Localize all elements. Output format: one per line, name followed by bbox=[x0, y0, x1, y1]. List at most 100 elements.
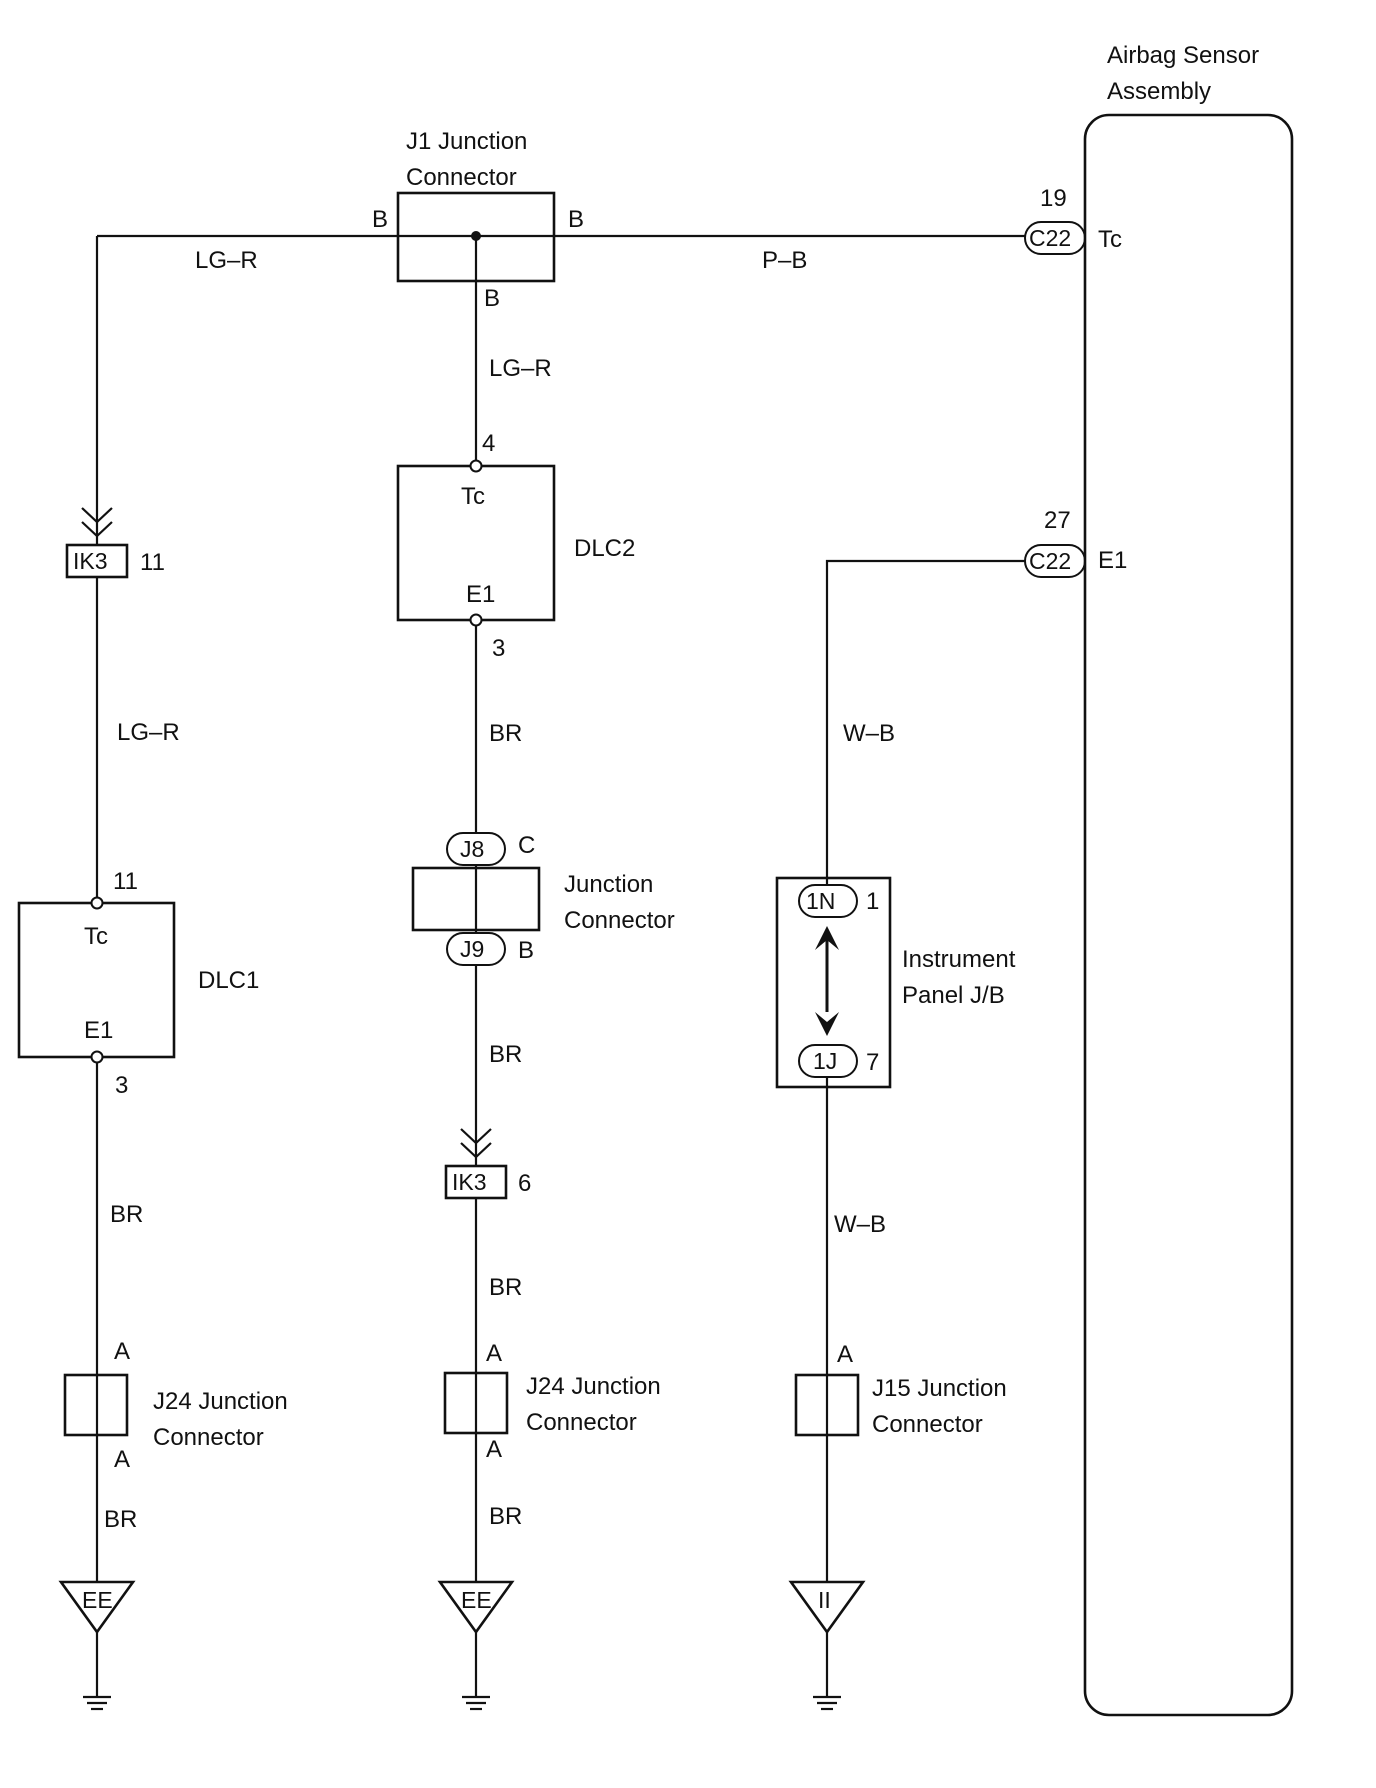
ground-triangle bbox=[437, 1580, 515, 1635]
dlc1-num-bottom: 3 bbox=[115, 1072, 128, 1099]
dlc1-terminal-e1 bbox=[90, 1050, 104, 1064]
j24-label-line1: J24 Junction bbox=[153, 1388, 288, 1415]
ground-point-right: II bbox=[788, 1580, 866, 1711]
wire-color-br-left1: BR bbox=[110, 1201, 143, 1228]
dlc2: 4 Tc E1 DLC2 3 bbox=[396, 430, 635, 662]
dlc1-terminal-tc bbox=[90, 896, 104, 910]
c22-connector-tc: C22 19 bbox=[1024, 185, 1086, 255]
j15-label-line2: Connector bbox=[872, 1411, 983, 1438]
j15-pin-top: A bbox=[837, 1341, 853, 1368]
j15-label-line1: J15 Junction bbox=[872, 1375, 1007, 1402]
j24-pin-bottom: A bbox=[114, 1446, 130, 1473]
airbag-pin-e1: E1 bbox=[1098, 547, 1127, 574]
instrument-panel-jb-box bbox=[775, 876, 892, 1089]
dlc2-terminal-tc bbox=[469, 459, 483, 473]
connector-arrow-icon bbox=[81, 507, 113, 524]
airbag-title-line2: Assembly bbox=[1107, 78, 1211, 105]
ik3-name: IK3 bbox=[73, 548, 108, 574]
dlc1-num-top: 11 bbox=[113, 868, 138, 895]
dlc1-pin-tc: Tc bbox=[84, 923, 108, 950]
ground-triangle bbox=[58, 1580, 136, 1635]
c22-connector-name: C22 bbox=[1029, 225, 1071, 251]
ik3-name: IK3 bbox=[452, 1169, 487, 1195]
airbag-pin-tc: Tc bbox=[1098, 226, 1122, 253]
ground-triangle bbox=[788, 1580, 866, 1635]
c22-pin-number: 19 bbox=[1040, 185, 1067, 212]
jb-label-line1: Instrument bbox=[902, 946, 1016, 973]
arrow-up-icon bbox=[815, 926, 839, 950]
j1-title-line1: J1 Junction bbox=[406, 128, 527, 155]
airbag-sensor-assembly: Airbag Sensor Assembly Tc E1 bbox=[1083, 42, 1294, 1717]
ik3-pin: 6 bbox=[518, 1170, 531, 1197]
junction-label-line1: Junction bbox=[564, 871, 653, 898]
jb-connector-1n-pin: 1 bbox=[866, 888, 879, 915]
j1-pin-bottom: B bbox=[484, 285, 500, 312]
ground-point-label: II bbox=[818, 1587, 831, 1613]
j1-pin-left: B bbox=[372, 206, 388, 233]
dlc1-name: DLC1 bbox=[198, 967, 259, 994]
j1-title-line2: Connector bbox=[406, 164, 517, 191]
jb-connector-1j-name: 1J bbox=[813, 1048, 837, 1074]
ground-point-mid: EE bbox=[437, 1580, 515, 1711]
wire-color-br-mid4: BR bbox=[489, 1503, 522, 1530]
wire-color-br-mid3: BR bbox=[489, 1274, 522, 1301]
connector-arrow-icon bbox=[81, 521, 113, 538]
wire-color-lgr-mid: LG–R bbox=[489, 355, 552, 382]
c22-connector-name: C22 bbox=[1029, 548, 1071, 574]
j24-label-line2: Connector bbox=[153, 1424, 264, 1451]
ground-point-left: EE bbox=[58, 1580, 136, 1711]
wire-color-br-left2: BR bbox=[104, 1506, 137, 1533]
wire-color-br-mid2: BR bbox=[489, 1041, 522, 1068]
j9-pin: B bbox=[518, 937, 534, 964]
jb-label-line2: Panel J/B bbox=[902, 982, 1005, 1009]
junction-connector-j8-j9: J8 C J9 B Junction Connector bbox=[411, 832, 675, 966]
dlc2-pin-tc: Tc bbox=[461, 483, 485, 510]
j24-junction-left: A A J24 Junction Connector bbox=[63, 1338, 288, 1473]
j24-junction-mid: A A J24 Junction Connector bbox=[443, 1340, 661, 1463]
junction-label-line2: Connector bbox=[564, 907, 675, 934]
dlc2-num-bottom: 3 bbox=[492, 635, 505, 662]
jb-connector-1n-name: 1N bbox=[806, 888, 835, 914]
jb-connector-1n bbox=[798, 884, 858, 918]
ik3-connector-mid: IK3 6 bbox=[444, 1164, 531, 1200]
dlc1-pin-e1: E1 bbox=[84, 1017, 113, 1044]
dlc2-num-top: 4 bbox=[482, 430, 495, 457]
wire-color-wb2: W–B bbox=[834, 1211, 886, 1238]
j24-pin-top: A bbox=[486, 1340, 502, 1367]
arrow-down-icon bbox=[815, 1012, 839, 1036]
wire-wb-upper bbox=[825, 559, 1025, 885]
j24-label-line1: J24 Junction bbox=[526, 1373, 661, 1400]
ground-point-label: EE bbox=[461, 1587, 492, 1613]
j24-pin-bottom: A bbox=[486, 1436, 502, 1463]
ik3-connector-left: IK3 11 bbox=[65, 543, 165, 579]
j24-pin-top: A bbox=[114, 1338, 130, 1365]
c22-connector-e1: C22 27 bbox=[1024, 507, 1086, 578]
ground-point-label: EE bbox=[82, 1587, 113, 1613]
j1-pin-right: B bbox=[568, 206, 584, 233]
j15-junction: A J15 Junction Connector bbox=[794, 1341, 1007, 1438]
j8-name: J8 bbox=[460, 836, 484, 862]
dlc2-terminal-e1 bbox=[469, 613, 483, 627]
wire-color-pb: P–B bbox=[762, 247, 807, 274]
dlc2-pin-e1: E1 bbox=[466, 581, 495, 608]
wire-color-lgr-left: LG–R bbox=[117, 719, 180, 746]
connector-arrow-icon bbox=[460, 1142, 492, 1159]
j1-junction-connector: J1 Junction Connector B B B bbox=[372, 128, 584, 312]
wire-color-wb1: W–B bbox=[843, 720, 895, 747]
connector-arrow-icon bbox=[460, 1128, 492, 1145]
wire-color-lgr-top: LG–R bbox=[195, 247, 258, 274]
j9-name: J9 bbox=[460, 936, 484, 962]
c22-connector-outline bbox=[1024, 221, 1086, 255]
jb-connector-1j-pin: 7 bbox=[866, 1049, 879, 1076]
airbag-sensor-body bbox=[1083, 113, 1294, 1717]
dlc2-name: DLC2 bbox=[574, 535, 635, 562]
dlc1: 11 Tc E1 DLC1 3 bbox=[17, 868, 259, 1099]
instrument-panel-jb: 1N 1 1J 7 Instrument Panel J/B bbox=[775, 876, 1016, 1089]
wire-color-br-mid1: BR bbox=[489, 720, 522, 747]
j24-label-line2: Connector bbox=[526, 1409, 637, 1436]
airbag-title-line1: Airbag Sensor bbox=[1107, 42, 1259, 69]
j8-pin: C bbox=[518, 832, 535, 859]
c22-pin-number: 27 bbox=[1044, 507, 1071, 534]
ik3-pin: 11 bbox=[140, 549, 165, 576]
